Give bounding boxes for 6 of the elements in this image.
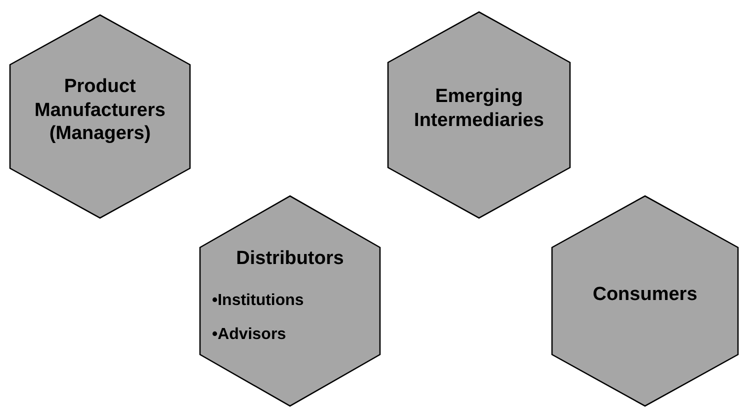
hexagon-label: Emerging Intermediaries <box>413 85 545 133</box>
bullet-item: •Institutions <box>212 292 304 310</box>
bullet-item: •Advisors <box>212 326 286 344</box>
hexagon-label: Consumers <box>592 283 698 307</box>
hexagon-label: Product Manufacturers (Managers) <box>34 74 166 146</box>
hexagon-heading: Distributors <box>235 248 345 270</box>
